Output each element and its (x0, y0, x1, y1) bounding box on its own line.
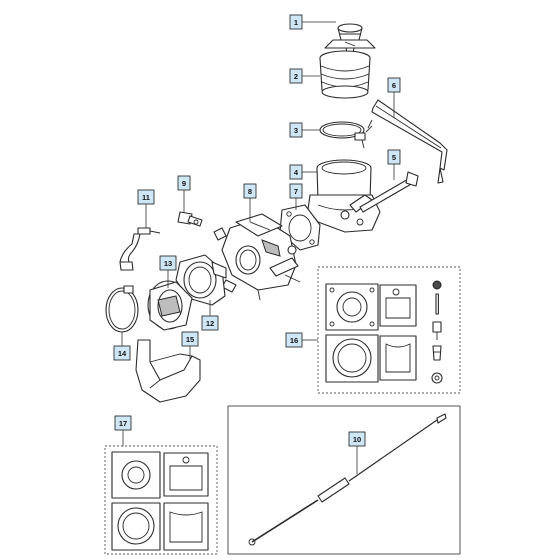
callout-8: 8 (243, 183, 257, 199)
callout-15: 15 (181, 331, 199, 347)
svg-text:4: 4 (294, 168, 299, 177)
part-3-hose-clamp (319, 121, 366, 149)
part-15-bracket (135, 339, 201, 403)
callout-17: 17 (114, 415, 132, 431)
svg-text:13: 13 (164, 259, 172, 268)
svg-text:9: 9 (182, 179, 186, 188)
callout-14: 14 (113, 345, 131, 361)
svg-text:2: 2 (294, 72, 298, 81)
svg-text:5: 5 (392, 153, 396, 162)
part-13-filter-adapter (147, 280, 193, 331)
part-2-bellows (319, 50, 371, 99)
callout-1: 1 (289, 14, 303, 30)
callout-3: 3 (289, 122, 303, 138)
callouts: 1 2 3 4 5 6 7 8 (113, 14, 401, 447)
svg-text:10: 10 (353, 435, 361, 444)
svg-text:7: 7 (294, 187, 298, 196)
callout-12: 12 (201, 315, 219, 331)
callout-11: 11 (137, 189, 155, 205)
leader-lines (121, 21, 395, 474)
svg-text:1: 1 (294, 18, 298, 27)
svg-text:14: 14 (118, 349, 127, 358)
svg-text:6: 6 (392, 81, 396, 90)
callout-2: 2 (289, 68, 303, 84)
part-6-throttle-rod (365, 99, 448, 184)
part-8-carburetor (213, 213, 301, 301)
callout-10: 10 (348, 431, 366, 447)
callout-13: 13 (159, 255, 177, 271)
part-4-intake-adapter (307, 159, 381, 233)
part-5-bolt (359, 171, 419, 213)
svg-text:15: 15 (186, 335, 194, 344)
callout-16: 16 (285, 332, 303, 348)
part-9-small-valve (177, 211, 203, 227)
callout-9: 9 (177, 175, 191, 191)
svg-text:17: 17 (119, 419, 127, 428)
kit-17-box (104, 445, 218, 555)
part-12-flange (175, 254, 227, 306)
svg-text:16: 16 (290, 336, 298, 345)
svg-text:3: 3 (294, 126, 298, 135)
callout-5: 5 (387, 149, 401, 165)
callout-6: 6 (387, 77, 401, 93)
svg-text:12: 12 (206, 319, 214, 328)
part-10-cable-box (227, 405, 461, 555)
svg-text:8: 8 (248, 187, 252, 196)
kit-16-box (317, 266, 461, 394)
callout-7: 7 (289, 183, 303, 199)
part-11-fuel-hose (119, 227, 161, 271)
part-14-clamp-ring (105, 285, 139, 333)
callout-4: 4 (289, 164, 303, 180)
svg-text:11: 11 (142, 193, 150, 202)
